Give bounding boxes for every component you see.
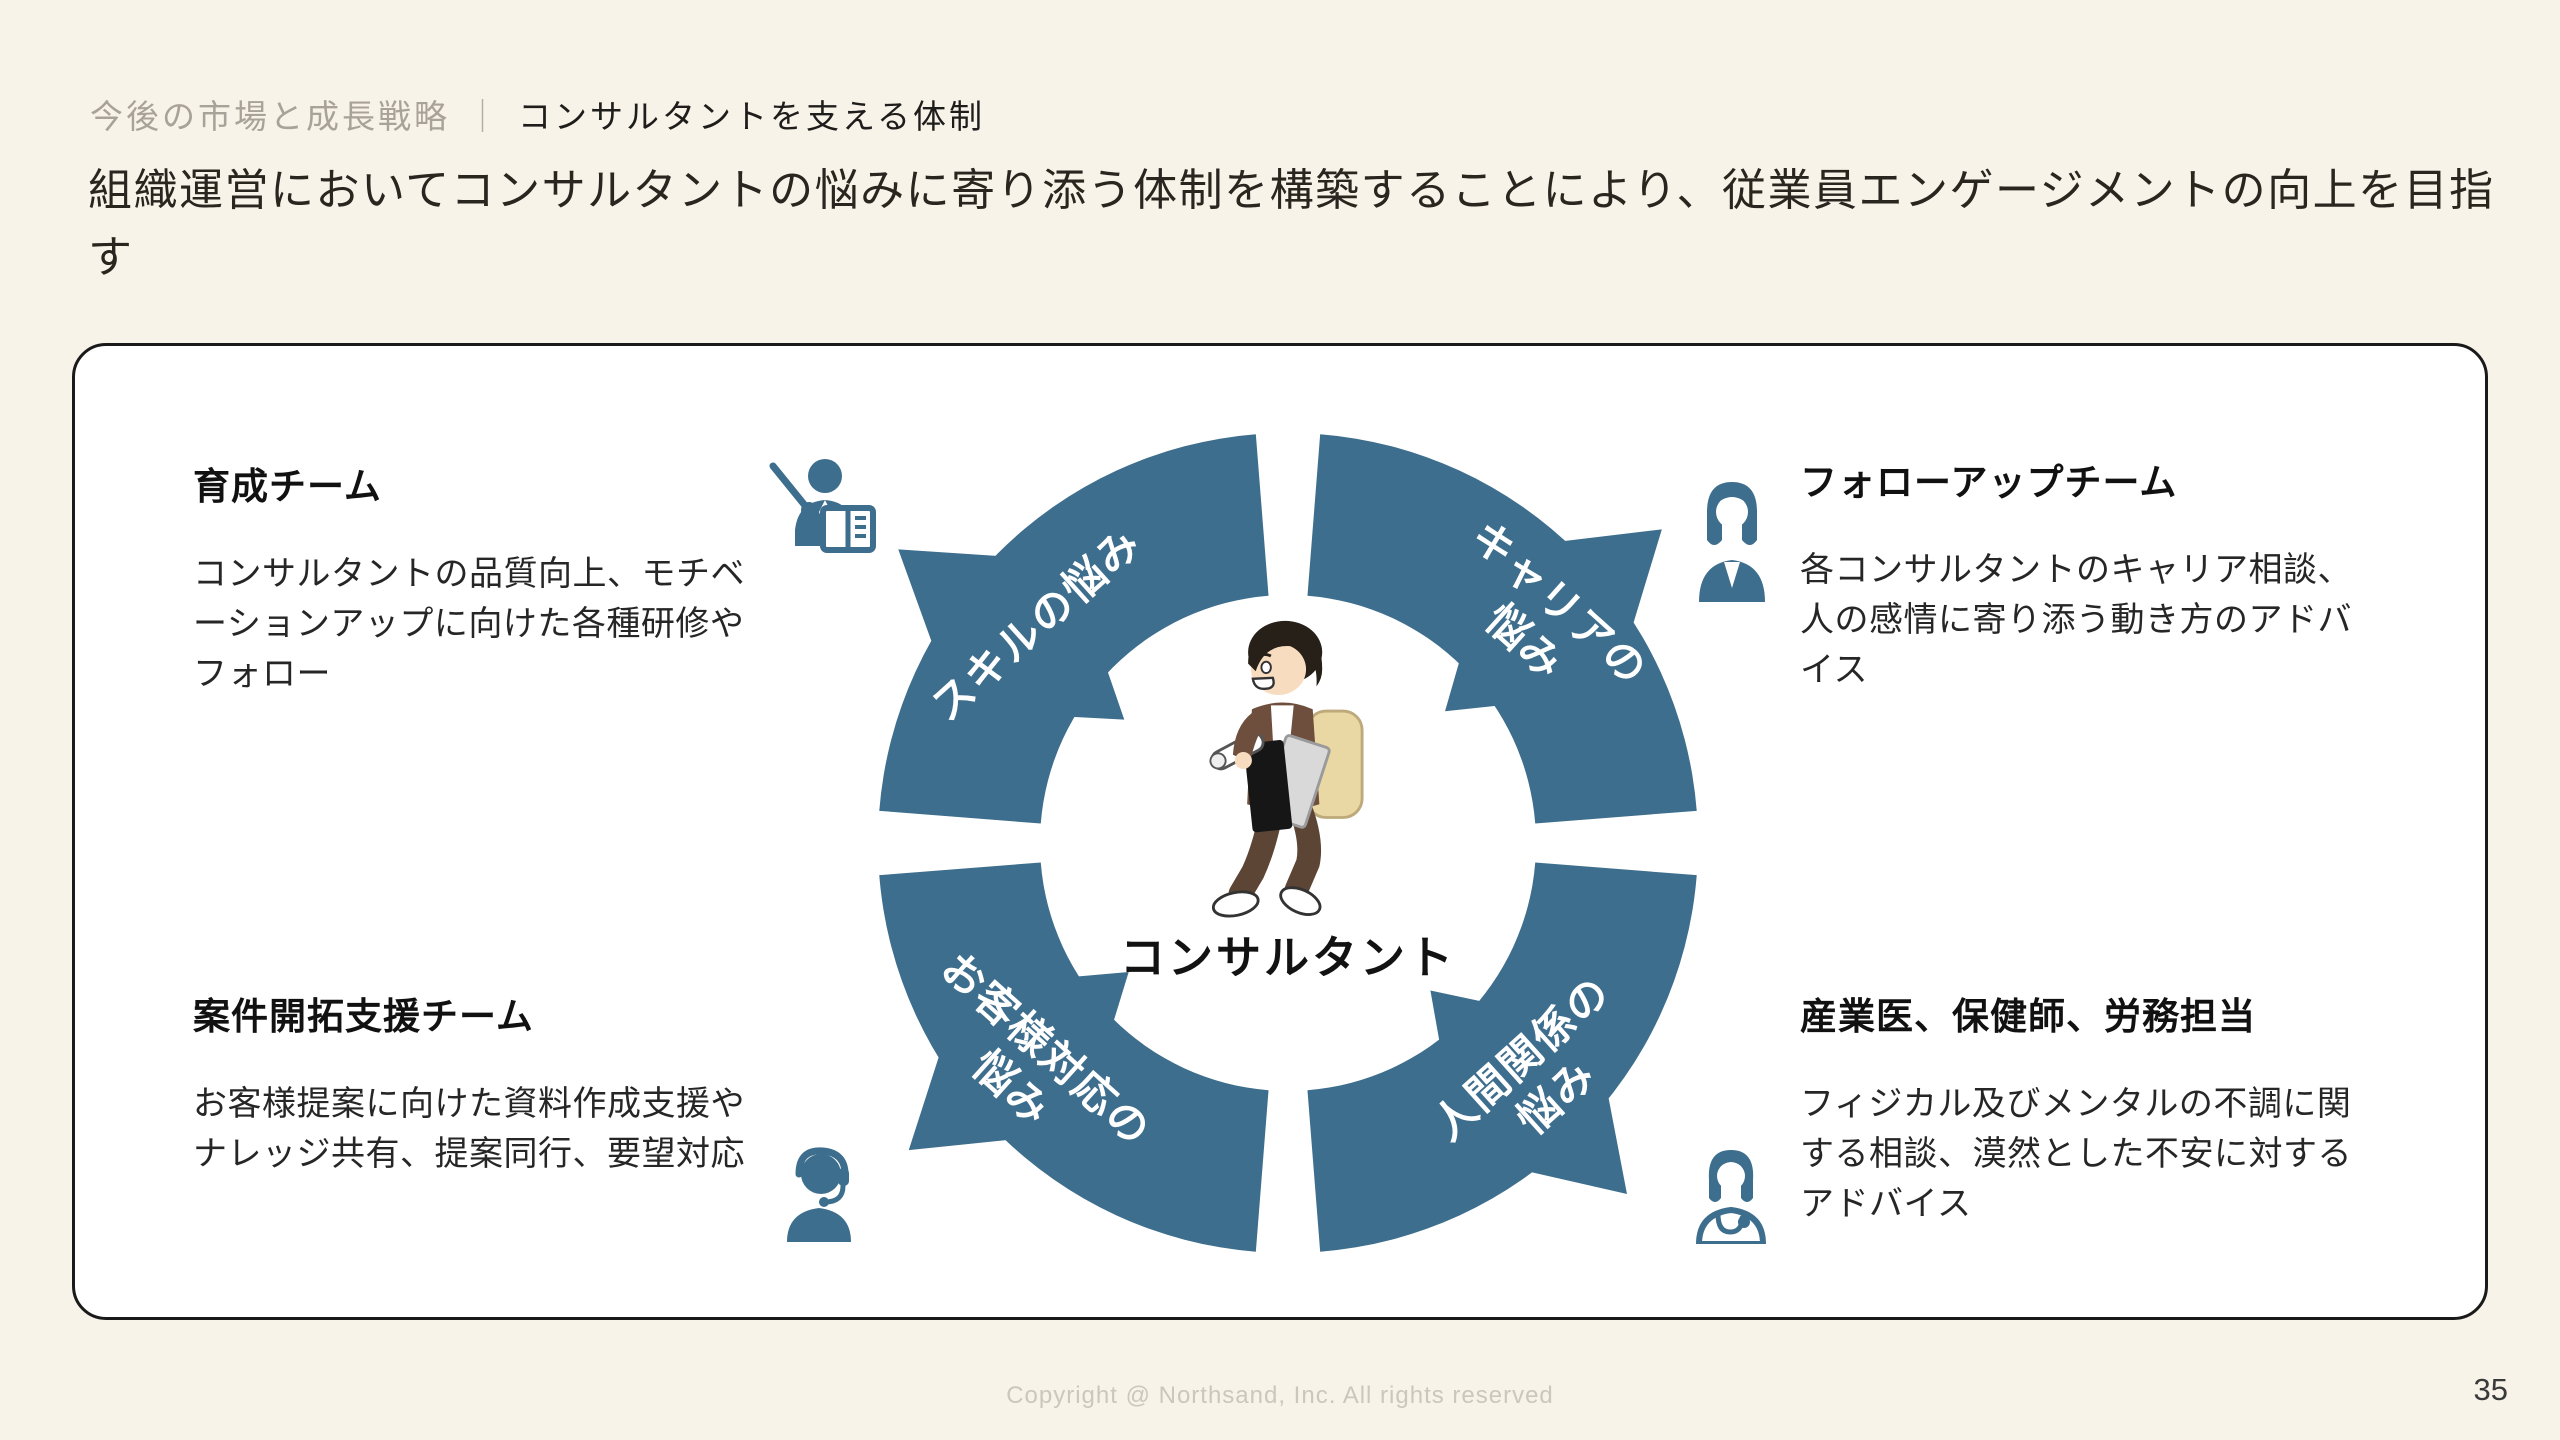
page-number: 35 — [2473, 1372, 2508, 1407]
hair-front — [1248, 625, 1323, 687]
team-description: 各コンサルタントのキャリア相談、人の感情に寄り添う動き方のアドバイス — [1800, 551, 2352, 689]
double-arrow-career — [1445, 529, 1662, 712]
team-title: フォローアップチーム — [1800, 462, 2178, 503]
eye — [1260, 660, 1272, 675]
team-description: お客様提案に向けた資料作成支援やナレッジ共有、提案同行、要望対応 — [193, 1085, 745, 1173]
page-title: 組織運営においてコンサルタントの悩みに寄り添う体制を構築することにより、従業員エ… — [88, 166, 2495, 282]
counselor-icon — [1689, 476, 1775, 602]
content-panel: スキルの悩みキャリアの悩みお客様対応の悩み人間関係の悩み — [72, 343, 2488, 1320]
back-shoe — [1279, 886, 1322, 916]
team-title: 案件開拓支援チーム — [193, 996, 534, 1037]
team-description: コンサルタントの品質向上、モチベーションアップに向けた各種研修やフォロー — [193, 555, 745, 693]
headset-icon — [779, 1144, 859, 1242]
team-description: フィジカル及びメンタルの不調に関する相談、漠然とした不安に対するアドバイス — [1800, 1085, 2352, 1223]
double-arrow-customer — [908, 972, 1129, 1151]
sleeve — [1232, 713, 1266, 763]
nurse-icon — [1687, 1142, 1775, 1244]
team-block-sales-support: 案件開拓支援チーム お客様提案に向けた資料作成支援やナレッジ共有、提案同行、要望… — [193, 986, 758, 1180]
team-title: 産業医、保健師、労務担当 — [1800, 996, 2256, 1037]
double-arrow-relationships — [1430, 990, 1627, 1195]
mouth — [1251, 676, 1275, 690]
team-title: 育成チーム — [193, 466, 382, 507]
team-block-followup: フォローアップチーム 各コンサルタントのキャリア相談、人の感情に寄り添う動き方の… — [1800, 452, 2362, 696]
team-block-health: 産業医、保健師、労務担当 フィジカル及びメンタルの不調に関する相談、漠然とした不… — [1800, 986, 2362, 1230]
ring-group: スキルの悩みキャリアの悩みお客様対応の悩み人間関係の悩み — [879, 434, 1697, 1252]
footer-copyright: Copyright @ Northsand, Inc. All rights r… — [1006, 1382, 1554, 1409]
breadcrumb-section: 今後の市場と成長戦略 — [90, 98, 450, 135]
breadcrumb-subsection: コンサルタントを支える体制 — [518, 98, 986, 135]
consultant-illustration — [1209, 620, 1364, 918]
cycle-diagram: スキルの悩みキャリアの悩みお客様対応の悩み人間関係の悩み — [879, 434, 1697, 1252]
ring-segment-customer — [879, 862, 1269, 1252]
teacher-icon — [765, 454, 877, 556]
eyebrow-line — [1254, 653, 1272, 660]
team-block-training: 育成チーム コンサルタントの品質向上、モチベーションアップに向けた各種研修やフォ… — [193, 456, 753, 700]
hand — [1234, 751, 1252, 770]
diagram-center-label: コンサルタント — [1119, 932, 1456, 983]
front-shoe — [1211, 890, 1260, 918]
breadcrumb: 今後の市場と成長戦略 ｜ コンサルタントを支える体制 — [90, 90, 985, 138]
black-book — [1243, 740, 1293, 833]
double-arrow-skills — [898, 549, 1125, 720]
breadcrumb-divider: ｜ — [466, 98, 502, 135]
